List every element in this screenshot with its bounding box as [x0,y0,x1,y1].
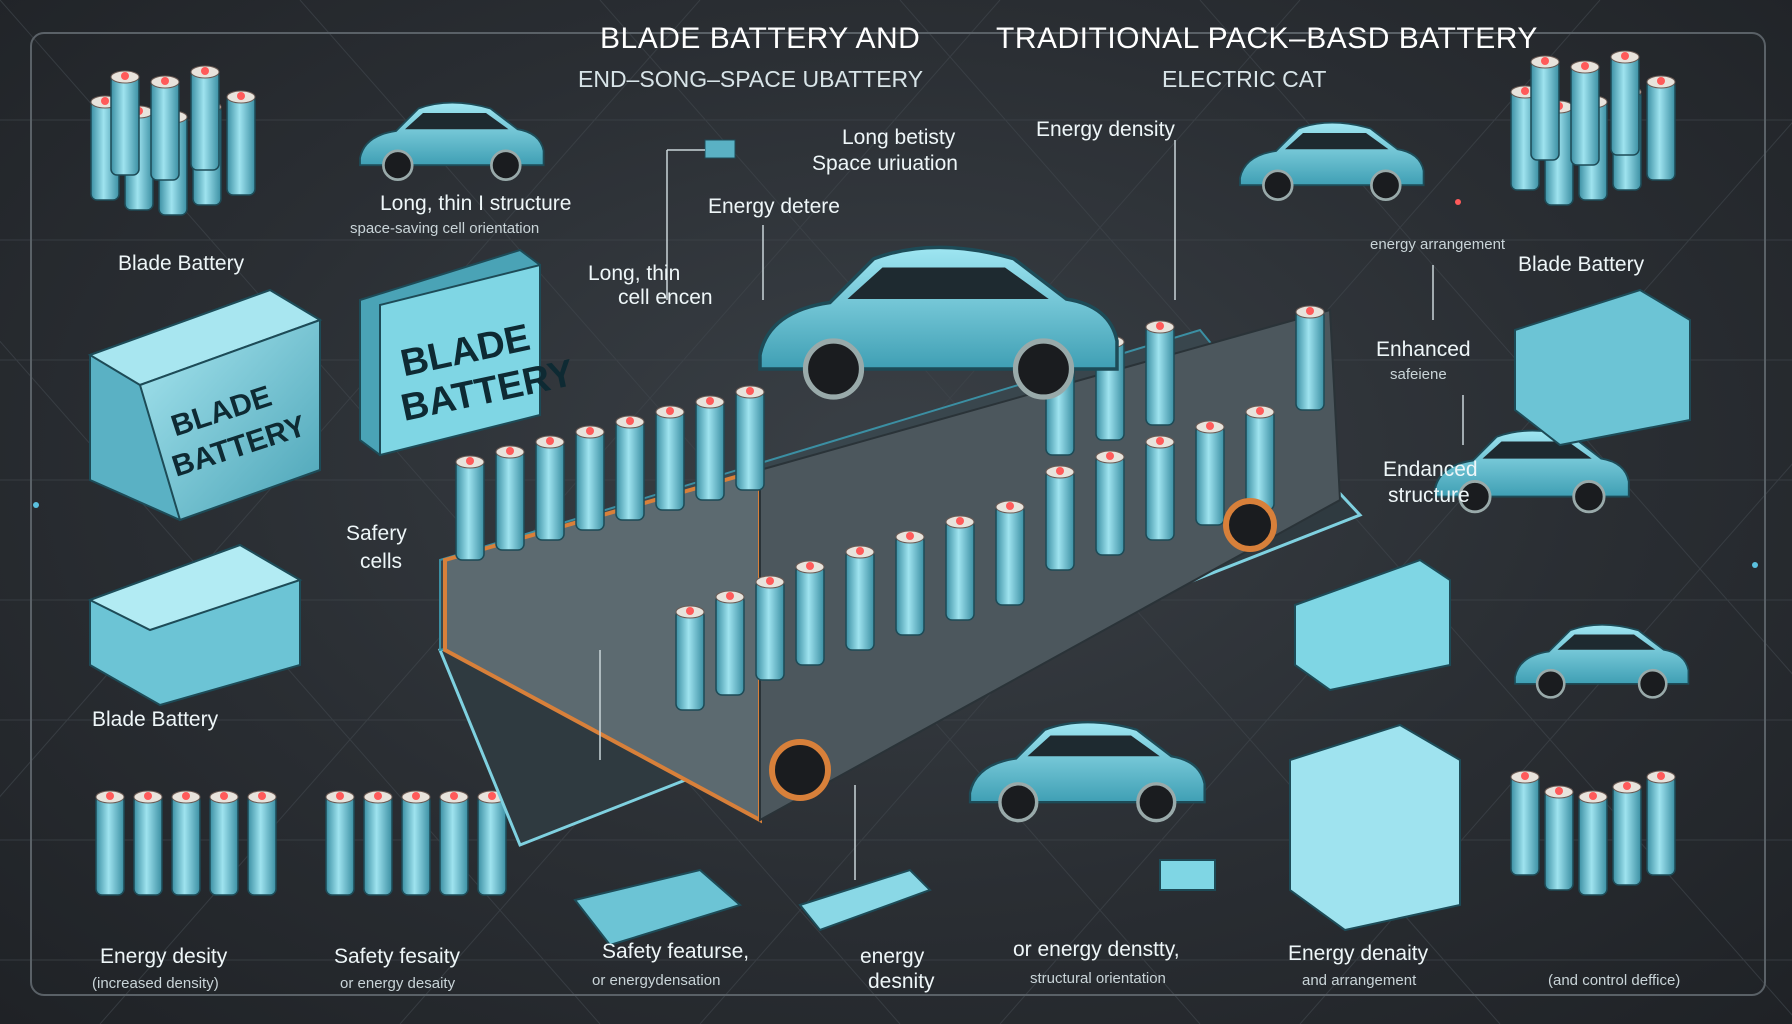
label-long-thin-structure: Long, thin I structure [380,192,572,215]
car-icon [1238,121,1425,201]
bottom-label-1: Energy desity [100,945,228,968]
subtitle-right: ELECTRIC CAT [1162,66,1327,92]
car-icon [968,720,1207,823]
bottom-sub-3: or energydensation [592,972,721,989]
label-long-betisty: Long betisty [842,126,956,149]
label-safety: Safery [346,522,407,545]
battery-module-icon [1289,288,1691,932]
label-enhanced-2: Endanced [1383,458,1478,481]
label-blade-battery-tr: Blade Battery [1518,253,1645,276]
bottom-label-6: Energy denaity [1288,942,1429,965]
label-long-thin-sub: space-saving cell orientation [350,220,540,237]
bottom-label-5: or energy denstty, [1013,938,1180,961]
cell-cluster-icon [1510,770,1676,896]
bottom-sub-1: (increased density) [92,975,219,992]
car-icon [358,101,545,181]
label-long-thin-cell: Long, thin [588,262,681,285]
outer-frame [30,32,1766,996]
cell-cluster-icon [1510,50,1676,206]
label-blade-battery-ml: Blade Battery [92,708,219,731]
bottom-label-3: Safety featurse, [602,940,750,963]
label-enhanced-1: Enhanced [1376,338,1471,361]
label-enhanced-1-sub: safeiene [1390,366,1447,383]
bottom-sub-4: desnity [868,970,935,993]
bottom-label-4: energy [860,945,925,968]
label-cell-encen: cell encen [618,286,713,309]
cell-row-icon [95,790,507,896]
bottom-sub-7: (and control deffice) [1548,972,1681,989]
subtitle-left: END–SONG–SPACE UBATTERY [578,66,924,92]
label-enhanced-2-sub: structure [1388,484,1470,507]
car-icon [1513,623,1690,699]
label-space-urivation: Space uriuation [812,152,958,175]
blade-pack-icon [87,248,541,522]
car-icon-main [760,247,1117,397]
bottom-sub-5: structural orientation [1030,970,1166,987]
title-left: BLADE BATTERY AND [600,22,921,55]
label-energy-density-top: Energy density [1036,118,1175,141]
title-right: TRADITIONAL PACK–BASD BATTERY [996,22,1538,55]
bottom-sub-6: and arrangement [1302,972,1417,989]
battery-module-icon [87,543,303,707]
bottom-label-2: Safety fesaity [334,945,461,968]
central-battery-platform [437,305,1363,847]
label-energy-detere: Energy detere [708,195,840,218]
label-cells: cells [360,550,403,573]
label-blade-battery-tl: Blade Battery [118,252,245,275]
bottom-sub-2: or energy desaity [340,975,456,992]
cell-cluster-icon [90,65,256,216]
label-right-small-caption: energy arrangement [1370,236,1506,253]
